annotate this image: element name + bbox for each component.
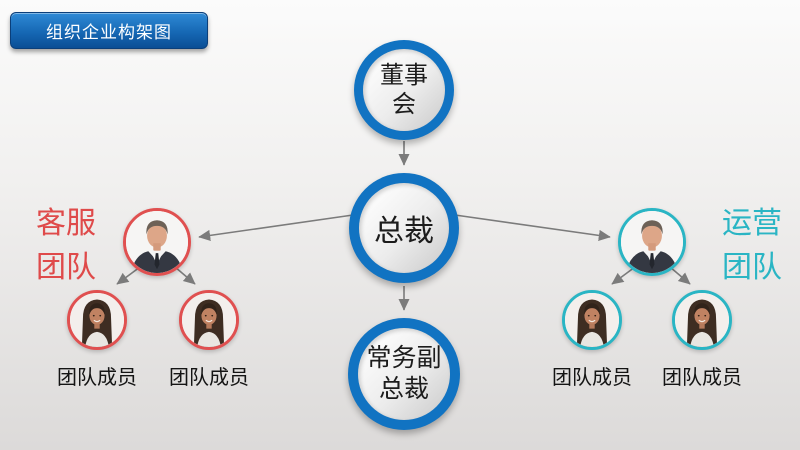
right-team-manager-photo: [618, 208, 686, 276]
left-team-member-2-photo: [179, 290, 239, 350]
node-board-label: 董事 会: [363, 49, 445, 131]
node-board-of-directors: 董事 会: [354, 40, 454, 140]
slide-title-text: 组织企业构架图: [46, 23, 172, 42]
left-team-member-1-label: 团队成员: [57, 367, 137, 389]
node-evp-label: 常务副 总裁: [358, 328, 450, 420]
woman-portrait-icon: [70, 293, 124, 347]
node-executive-vice-president: 常务副 总裁: [348, 318, 460, 430]
man-portrait-icon: [126, 211, 188, 273]
slide-title-badge: 组织企业构架图: [10, 12, 208, 49]
left-team-member-1-photo: [67, 290, 127, 350]
man-portrait-icon: [621, 211, 683, 273]
team-name-operations: 运营 团队: [722, 207, 782, 284]
woman-portrait-icon: [675, 293, 729, 347]
right-team-member-2-label: 团队成员: [662, 367, 742, 389]
team-name-customer-service: 客服 团队: [36, 207, 96, 284]
node-president-label: 总裁: [359, 183, 449, 273]
right-team-member-1-label: 团队成员: [552, 367, 632, 389]
left-team-member-2-label: 团队成员: [169, 367, 249, 389]
right-team-member-1-photo: [562, 290, 622, 350]
node-president: 总裁: [349, 173, 459, 283]
right-team-member-2-photo: [672, 290, 732, 350]
woman-portrait-icon: [565, 293, 619, 347]
woman-portrait-icon: [182, 293, 236, 347]
left-team-manager-photo: [123, 208, 191, 276]
